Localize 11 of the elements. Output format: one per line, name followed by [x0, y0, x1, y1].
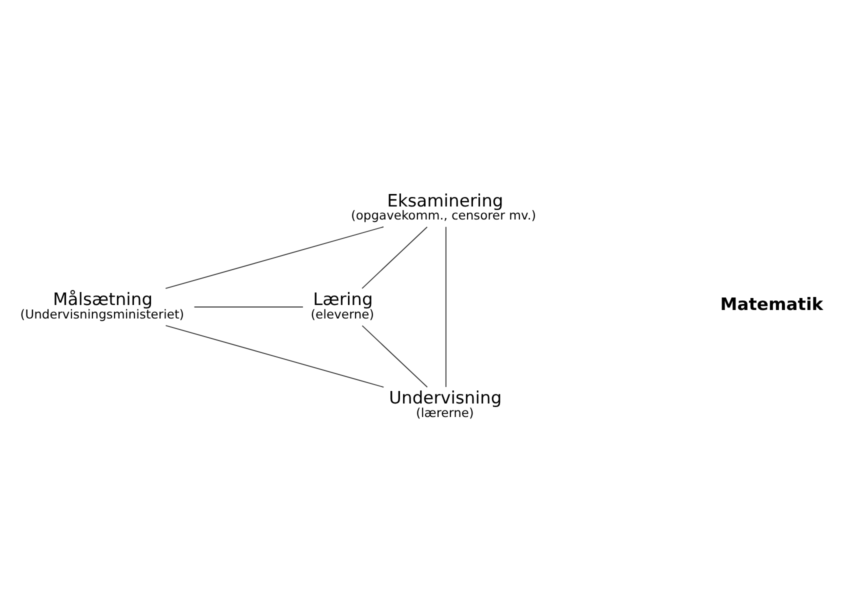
- connector: [194, 306, 304, 308]
- connector: [445, 226, 446, 388]
- node-text: Eksaminering (opgavekomm., censorer mv.): [351, 191, 536, 223]
- connector: [362, 325, 428, 388]
- connector: [165, 325, 384, 388]
- node-text: Undervisning (lærerne): [388, 388, 502, 420]
- node-text: Målsætning (Undervisningsministeriet): [20, 290, 184, 322]
- connector: [362, 226, 428, 289]
- node-text: Læring (eleverne): [310, 290, 374, 322]
- connector: [165, 226, 384, 289]
- label: Matematik: [720, 295, 824, 316]
